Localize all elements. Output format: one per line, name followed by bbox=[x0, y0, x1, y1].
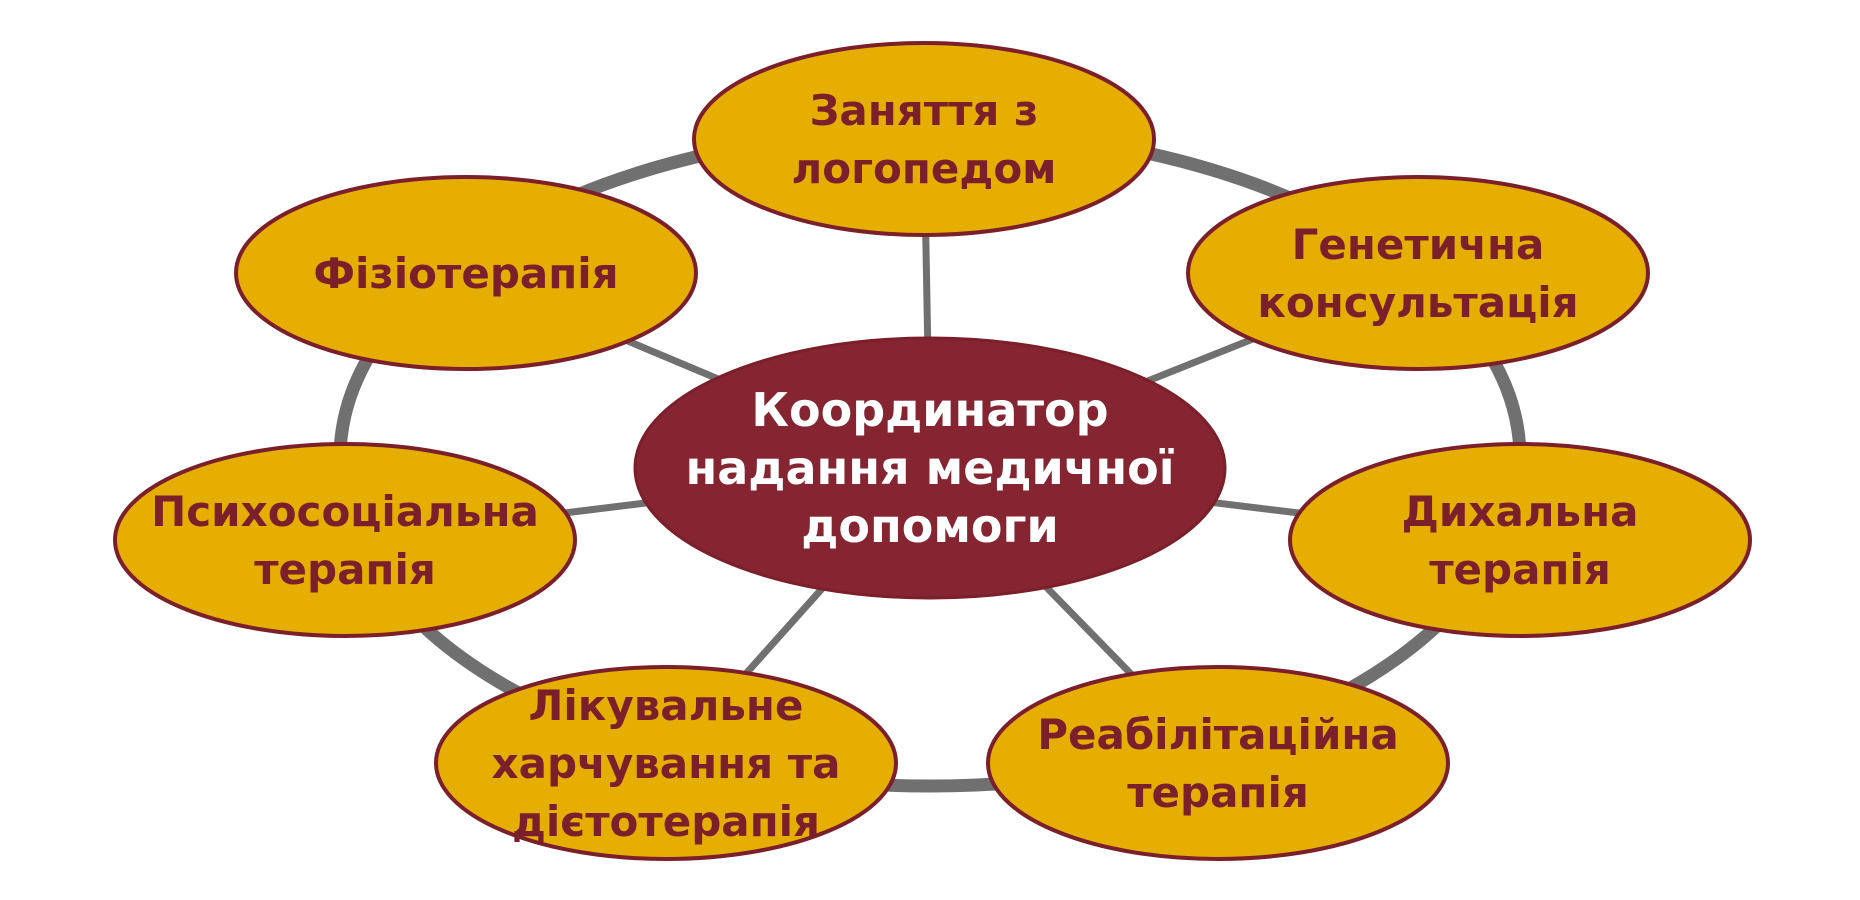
node-label-psychosocial-therapy-line-1: Психосоціальна bbox=[151, 487, 539, 536]
center-label-line-2: надання медичної bbox=[685, 441, 1174, 495]
node-label-respiratory-therapy-line-2: терапія bbox=[1429, 545, 1611, 594]
center-ellipse bbox=[633, 336, 1227, 600]
node-ellipse-therapeutic-nutrition bbox=[434, 665, 898, 861]
node-label-speech-therapy: Заняття з логопедом bbox=[791, 86, 1056, 193]
node-label-therapeutic-nutrition-line-2: харчування та bbox=[492, 739, 841, 788]
node-ellipse-rehabilitation-therapy bbox=[986, 665, 1450, 861]
node-label-physiotherapy-line-1: Фізіотерапія bbox=[313, 249, 618, 298]
node-physiotherapy: Фізіотерапія bbox=[234, 175, 698, 371]
node-label-genetic-consultation: Генетична консультація bbox=[1257, 220, 1578, 327]
node-label-physiotherapy: Фізіотерапія bbox=[313, 249, 618, 298]
node-ellipse-physiotherapy bbox=[234, 175, 698, 371]
node-therapeutic-nutrition: Лікувальне харчування та дієтотерапія bbox=[434, 665, 898, 861]
node-label-respiratory-therapy: Дихальна терапія bbox=[1402, 487, 1639, 594]
node-label-genetic-consultation-line-1: Генетична bbox=[1292, 220, 1545, 269]
node-label-therapeutic-nutrition-line-1: Лікувальне bbox=[529, 681, 804, 730]
node-label-speech-therapy-line-2: логопедом bbox=[791, 144, 1056, 193]
node-label-rehabilitation-therapy-line-1: Реабілітаційна bbox=[1037, 710, 1399, 759]
node-label-therapeutic-nutrition-line-3: дієтотерапія bbox=[512, 797, 820, 846]
node-rehabilitation-therapy: Реабілітаційна терапія bbox=[986, 665, 1450, 861]
node-label-psychosocial-therapy: Психосоціальна терапія bbox=[151, 487, 539, 594]
center-label-line-1: Координатор bbox=[751, 383, 1108, 437]
node-ellipse-genetic-consultation bbox=[1186, 175, 1650, 371]
node-psychosocial-therapy: Психосоціальна терапія bbox=[113, 442, 577, 638]
node-label-respiratory-therapy-line-1: Дихальна bbox=[1402, 487, 1639, 536]
node-label-therapeutic-nutrition: Лікувальне харчування та дієтотерапія bbox=[492, 681, 841, 846]
node-label-rehabilitation-therapy: Реабілітаційна терапія bbox=[1037, 710, 1399, 817]
node-label-rehabilitation-therapy-line-2: терапія bbox=[1127, 768, 1309, 817]
node-label-genetic-consultation-line-2: консультація bbox=[1257, 278, 1578, 327]
node-label-psychosocial-therapy-line-2: терапія bbox=[254, 545, 436, 594]
node-ellipse-speech-therapy bbox=[692, 41, 1156, 237]
node-respiratory-therapy: Дихальна терапія bbox=[1288, 442, 1752, 638]
node-ellipse-psychosocial-therapy bbox=[113, 442, 577, 638]
node-label-speech-therapy-line-1: Заняття з bbox=[810, 86, 1039, 135]
node-genetic-consultation: Генетична консультація bbox=[1186, 175, 1650, 371]
node-ellipse-respiratory-therapy bbox=[1288, 442, 1752, 638]
node-speech-therapy: Заняття з логопедом bbox=[692, 41, 1156, 237]
center-label-line-3: допомоги bbox=[801, 499, 1059, 553]
